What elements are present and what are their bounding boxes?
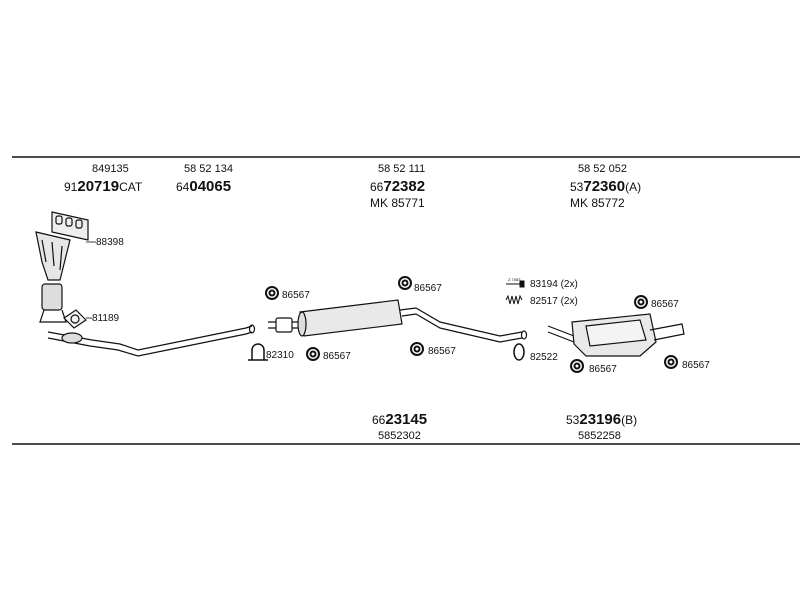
part-number: 6623145 <box>372 411 427 428</box>
rubber-hanger-icon <box>265 286 279 300</box>
label-bolt-small: Z 7083 <box>508 277 521 282</box>
label-hanger: 86567 <box>414 283 442 294</box>
group-catalytic-converter: 849135 9120719CAT <box>64 163 143 195</box>
part-number: 5323196(B) <box>566 411 637 428</box>
label-clamp: 82310 <box>266 350 294 361</box>
label-bolt-b: 82517 (2x) <box>530 296 578 307</box>
label-cat-gasket: 81189 <box>92 313 120 324</box>
ref-number: 58 52 134 <box>184 163 233 175</box>
group-middle-silencer: 58 52 111 6672382 MK 85771 <box>370 163 425 210</box>
manifold-gasket-icon <box>51 211 89 241</box>
rubber-hanger-icon <box>570 359 584 373</box>
label-hanger: 86567 <box>589 364 617 375</box>
part-number: 6672382 <box>370 178 425 195</box>
label-hanger: 86567 <box>651 299 679 310</box>
bolt-icon <box>506 280 525 288</box>
rubber-hanger-icon <box>306 347 320 361</box>
label-rear-gasket: 82522 <box>530 352 558 363</box>
group-rear-pipe-bottom: 5323196(B) 5852258 <box>566 411 637 442</box>
group-middle-pipe-bottom: 6623145 5852302 <box>372 411 427 442</box>
clamp-icon <box>248 343 268 361</box>
rubber-hanger-icon <box>410 342 424 356</box>
rubber-hanger-icon <box>664 355 678 369</box>
spring-bolt-icon <box>505 294 523 305</box>
mk-number: MK 85771 <box>370 196 425 210</box>
part-number: 9120719CAT <box>64 178 143 195</box>
label-bolt-a: 83194 (2x) <box>530 279 578 290</box>
ref-number: 58 52 111 <box>378 163 425 175</box>
rear-silencer-icon <box>547 313 685 357</box>
front-pipe-icon <box>47 324 256 357</box>
group-front-pipe: 58 52 134 6404065 <box>176 163 233 195</box>
rubber-hanger-icon <box>398 276 412 290</box>
ref-number: 5852258 <box>578 430 621 442</box>
label-hanger: 86567 <box>428 346 456 357</box>
exhaust-manifold-icon <box>35 231 71 323</box>
rear-gasket-icon <box>513 343 525 361</box>
label-hanger: 86567 <box>323 351 351 362</box>
label-hanger: 86567 <box>282 290 310 301</box>
mk-number: MK 85772 <box>570 196 625 210</box>
cat-gasket-icon <box>63 309 87 329</box>
ref-number: 58 52 052 <box>578 163 627 175</box>
part-number: 5372360(A) <box>570 178 641 195</box>
group-rear-silencer: 58 52 052 5372360(A) MK 85772 <box>570 163 641 210</box>
part-number: 6404065 <box>176 178 231 195</box>
ref-number: 849135 <box>92 163 129 175</box>
label-manifold-gasket: 88398 <box>96 237 124 248</box>
ref-number: 5852302 <box>378 430 421 442</box>
label-hanger: 86567 <box>682 360 710 371</box>
middle-silencer-icon <box>268 299 528 343</box>
rubber-hanger-icon <box>634 295 648 309</box>
